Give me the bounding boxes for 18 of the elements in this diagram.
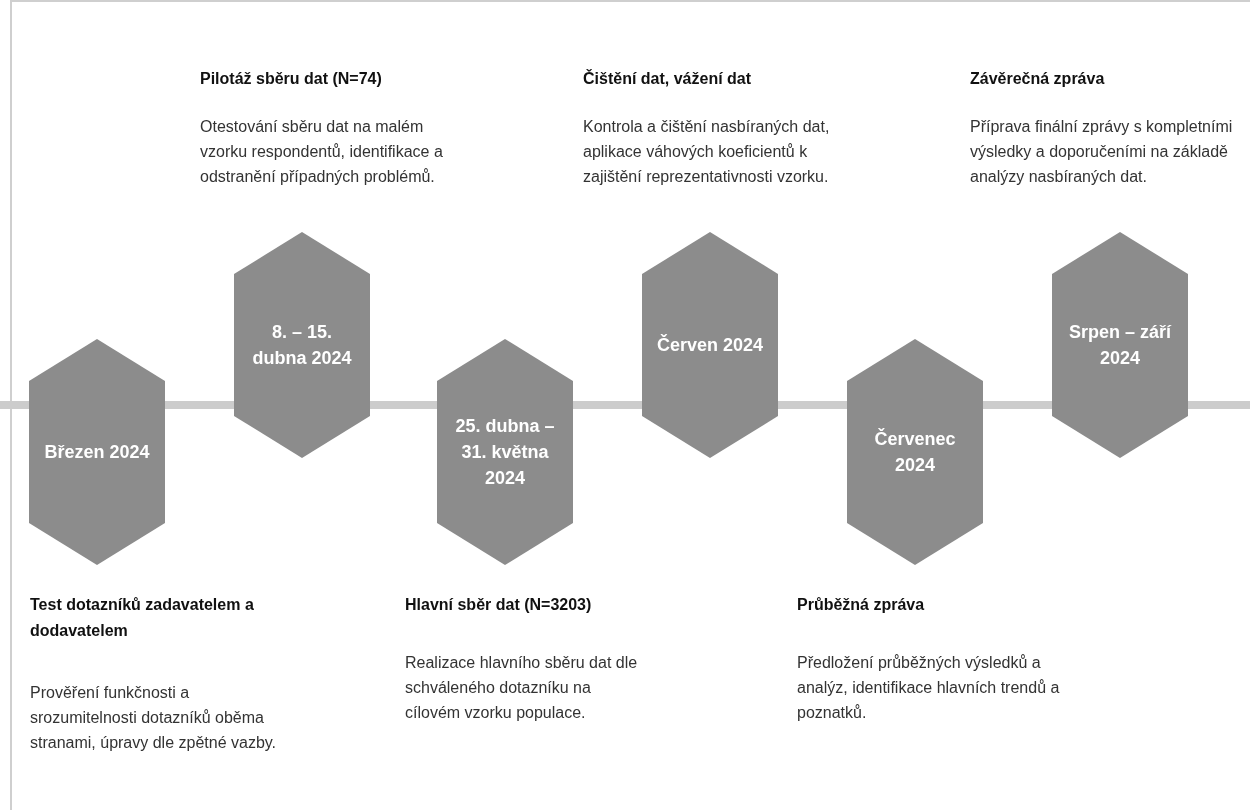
phase-heading: Hlavní sběr dat (N=3203) xyxy=(405,595,593,615)
date-label: 25. dubna – 31. května 2024 xyxy=(454,415,556,490)
phase-heading: Čištění dat, vážení dat xyxy=(583,68,753,89)
phase-heading: Závěrečná zpráva xyxy=(970,69,1106,89)
phase-description: Realizace hlavního sběru dat dle schváleného dotazníku na cílovém vzorku populace. xyxy=(405,653,639,723)
date-label: Srpen – září 2024 xyxy=(1067,321,1173,370)
date-label: Červenec 2024 xyxy=(873,427,957,477)
phase-description: Prověření funkčnosti a srozumitelnosti dotazníků oběma stranami, úpravy dle zpětné vazby. xyxy=(30,683,278,753)
phase-description: Otestování sběru dat na malém vzorku respondentů, identifikace a odstranění případných problémů. xyxy=(200,117,444,187)
phase-description: Příprava finální zprávy s kompletními výsledky a doporučeními na základě analýzy nasbíraných dat. xyxy=(970,117,1234,187)
phase-heading: Pilotáž sběru dat (N=74) xyxy=(200,69,383,89)
phase-heading: Průběžná zpráva xyxy=(797,595,926,615)
date-label: 8. – 15. dubna 2024 xyxy=(251,321,353,370)
phase-description: Kontrola a čištění nasbíraných dat, aplikace váhových koeficientů k zajištění reprezentativnosti vzorku. xyxy=(583,117,831,187)
phase-description: Předložení průběžných výsledků a analýz, identifikace hlavních trendů a poznatků. xyxy=(797,653,1061,723)
date-label: Červen 2024 xyxy=(655,333,765,357)
phase-heading: Test dotazníků zadavatelem a dodavatelem xyxy=(30,595,255,641)
date-label: Březen 2024 xyxy=(43,441,151,464)
